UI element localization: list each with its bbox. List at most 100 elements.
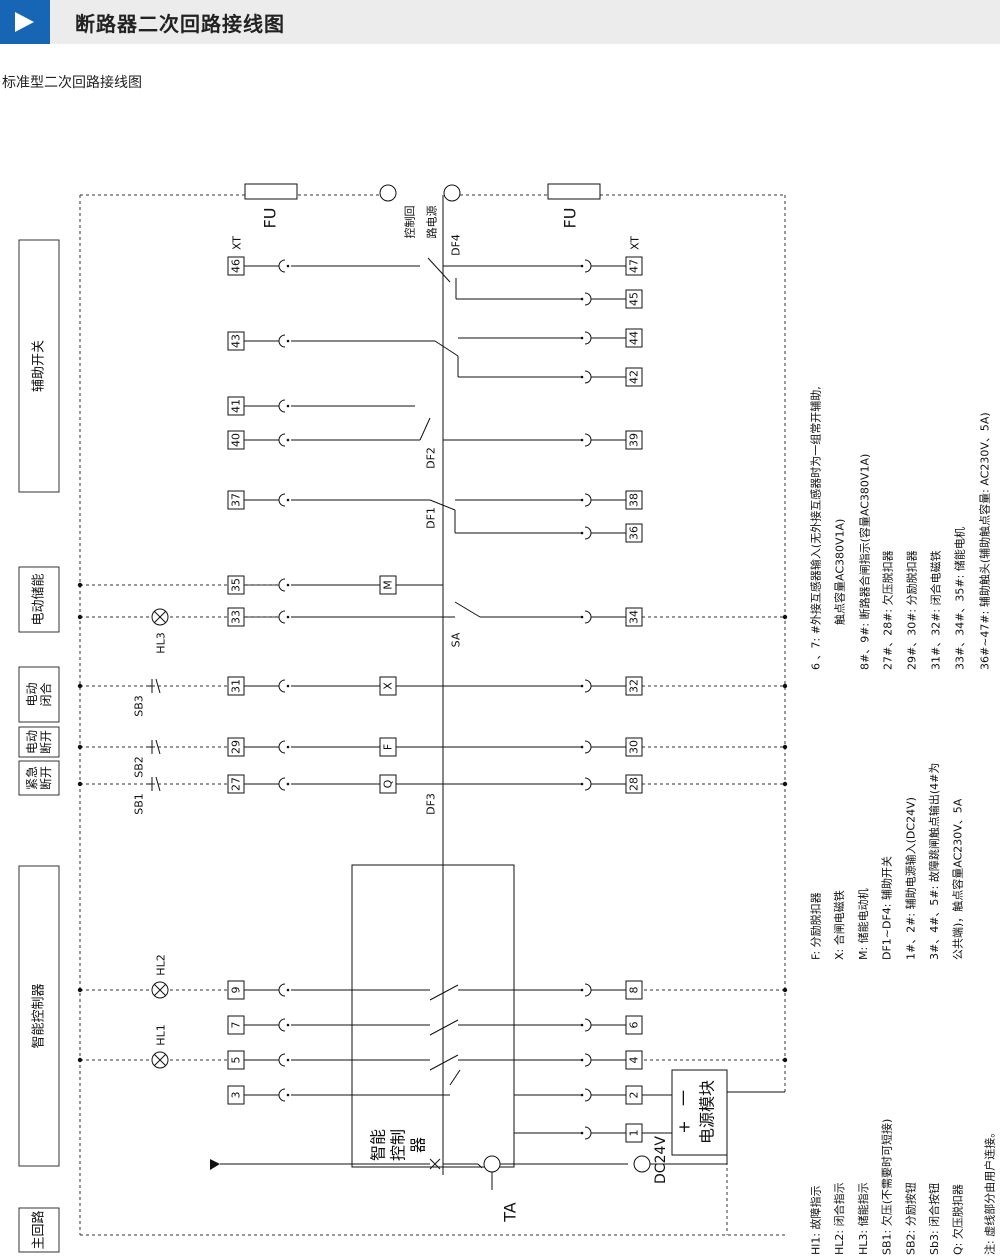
terminal-label-1: 1 <box>628 1130 641 1137</box>
terminal-label-34: 34 <box>628 610 641 624</box>
df2-label: DF2 <box>425 447 438 469</box>
terminal-dot <box>286 1023 290 1027</box>
control-power-label-1: 控制回 <box>403 206 417 239</box>
terminal-box <box>227 1085 245 1105</box>
terminal-cup <box>278 334 286 348</box>
group-motor-close-label-line1: 电动 <box>25 682 39 706</box>
plus-label: + <box>675 1120 694 1133</box>
fuse-left <box>244 183 298 200</box>
terminal-box <box>625 430 643 450</box>
terminal-box <box>227 774 245 794</box>
terminal-box <box>227 1050 245 1070</box>
terminal-cup <box>278 578 286 592</box>
terminal-box <box>227 256 245 276</box>
group-controller-box <box>18 865 60 1167</box>
terminal-label-43: 43 <box>230 334 243 348</box>
terminal-dot <box>286 498 290 502</box>
terminal-box <box>625 523 643 543</box>
legend-left-item-3: SB1: 欠压(不需要时可短接) <box>880 1119 894 1255</box>
legend-right-item-5: 31#、32#: 闭合电磁铁 <box>929 550 943 670</box>
terminal-cup <box>584 493 592 507</box>
power-module-box <box>671 1069 728 1156</box>
legend-middle-item-2: M: 储能电动机 <box>856 888 870 960</box>
terminal-cup <box>584 433 592 447</box>
power-module-label: 电源模块 <box>698 1080 717 1144</box>
terminal-label-36: 36 <box>628 526 641 540</box>
group-motor-energy-box <box>18 566 60 633</box>
junction-dot <box>77 614 83 620</box>
terminal-cup <box>584 1053 592 1067</box>
terminal-box <box>227 430 245 450</box>
group-motor-close-box <box>18 666 60 723</box>
terminal-label-42: 42 <box>628 370 641 384</box>
terminal-box <box>625 367 643 387</box>
terminal-label-35: 35 <box>230 578 243 592</box>
terminal-cup <box>584 983 592 997</box>
terminal-label-40: 40 <box>230 433 243 447</box>
terminal-dot <box>286 1058 290 1062</box>
sa-label: SA <box>450 632 463 647</box>
legend-left-item-0: Hl1: 故障指示 <box>809 1185 823 1255</box>
terminal-label-41: 41 <box>230 399 243 413</box>
hl2-label: HL2 <box>155 954 168 975</box>
terminal-box <box>625 676 643 696</box>
df1-label: DF1 <box>425 507 438 529</box>
hl3-label: HL3 <box>155 632 168 653</box>
terminal-box <box>625 1050 643 1070</box>
terminal-cup <box>278 983 286 997</box>
terminal-label-4: 4 <box>628 1057 641 1064</box>
terminal-cup <box>278 679 286 693</box>
terminal-dot <box>286 988 290 992</box>
terminal-cup <box>278 1018 286 1032</box>
df1-contact <box>429 499 456 511</box>
terminal-cup <box>278 259 286 273</box>
terminal-box <box>227 607 245 627</box>
terminal-cup <box>584 679 592 693</box>
controller-contact-5 <box>429 1054 459 1071</box>
terminal-cup <box>584 259 592 273</box>
terminal-cup <box>584 1088 592 1102</box>
sb1-button-icon <box>146 776 161 792</box>
terminal-dot <box>286 782 290 786</box>
terminal-cup <box>584 370 592 384</box>
terminal-cup <box>584 610 592 624</box>
sa-contact <box>454 601 481 618</box>
terminal-label-44: 44 <box>628 331 641 345</box>
terminal-box <box>227 396 245 416</box>
terminal-label-8: 8 <box>628 987 641 994</box>
terminal-box <box>625 607 643 627</box>
legend-right-item-7: 36#~47#: 辅助触头(辅助触点容量: AC230V、5A) <box>978 412 992 670</box>
terminal-cup <box>278 1088 286 1102</box>
df4-contact <box>427 257 451 283</box>
legend-middle-item-3: DF1~DF4: 辅助开关 <box>880 856 894 960</box>
group-main-circuit-label: 主回路 <box>31 1210 47 1249</box>
play-icon <box>15 12 34 32</box>
terminal-cup <box>278 610 286 624</box>
terminal-cup <box>278 740 286 754</box>
terminal-cup <box>278 493 286 507</box>
play-button[interactable] <box>0 0 50 44</box>
user-wiring-note: 注: 虚线部分由用户连接。 <box>983 1127 997 1255</box>
legend-right-item-6: 33#、34#、35#: 储能电机 <box>953 527 967 670</box>
terminal-cup <box>278 399 286 413</box>
legend-right-item-2: 8#、9#: 断路器合闸指示(容量AC380V1A) <box>858 454 872 670</box>
group-main-circuit-box <box>18 1207 60 1253</box>
terminal-label-33: 33 <box>230 610 243 624</box>
terminal-label-5: 5 <box>230 1057 243 1064</box>
group-motor-open-box <box>18 726 60 758</box>
legend-right-item-4: 29#、30#: 分励脱扣器 <box>905 550 919 670</box>
terminal-label-2: 2 <box>628 1092 641 1099</box>
terminal-cup <box>584 1126 592 1140</box>
controller-box-label-3: 器 <box>409 1137 428 1153</box>
terminal-label-46: 46 <box>230 259 243 273</box>
power-terminal-right <box>443 184 461 202</box>
junction-dot <box>77 1057 83 1063</box>
terminal-box <box>625 737 643 757</box>
junction-dot <box>782 614 788 620</box>
controller-box-label-2: 控制 <box>389 1129 408 1161</box>
junction-dot <box>77 683 83 689</box>
controller-contact-3 <box>449 1069 461 1086</box>
legend-right-item-3: 27#、28#: 欠压脱扣器 <box>881 550 895 670</box>
legend-middle-item-6: 公共端)，触点容量AC230V、5A <box>951 798 965 960</box>
